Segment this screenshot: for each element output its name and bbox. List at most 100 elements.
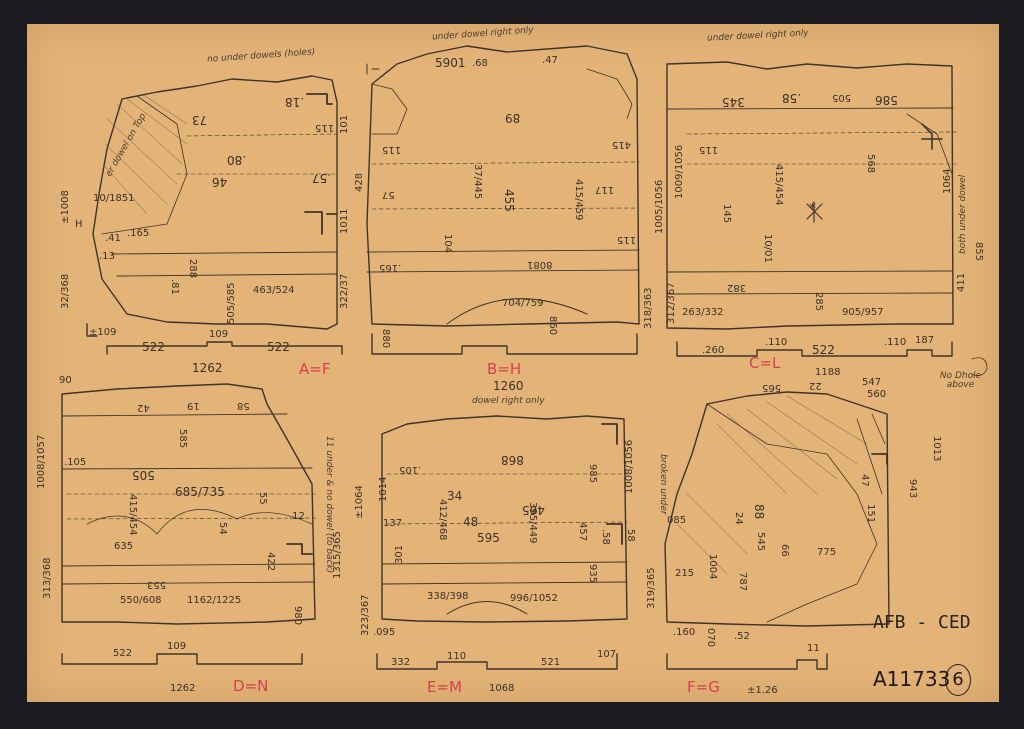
panel-e-label: 395/449 (527, 502, 538, 544)
panel-c-dim: .260 (702, 345, 725, 356)
panel-f-label: 151 (865, 504, 876, 524)
panel-e-label: 48 (463, 515, 479, 529)
panel-d-label: 19 (187, 400, 200, 411)
panel-b-dim: 1260 (493, 379, 524, 393)
panel-a-label: 10/1851 (93, 193, 135, 204)
catalog-code: AFB - CED (873, 612, 971, 633)
panel-c-label: 145 (721, 204, 732, 224)
panel-d-label: 313/368 (42, 557, 53, 599)
panel-b-label: 37/445 (472, 164, 483, 200)
panel-e-id-main: E (427, 678, 437, 696)
panel-a-label: 428 (354, 172, 365, 192)
panel-d-label: 585 (177, 429, 188, 449)
panel-f-dim: .52 (734, 631, 750, 642)
panel-b-id-pair: =H (497, 360, 522, 378)
panel-d-id-pair: =N (244, 677, 269, 695)
panel-d-id-main: D (233, 677, 245, 695)
panel-e-label: 996/1052 (510, 593, 558, 604)
panel-d-dim: 109 (167, 641, 187, 652)
panel-d-dim: 522 (113, 648, 133, 659)
panel-f-dim: 22 (809, 380, 822, 391)
panel-b-label: 115 (617, 234, 637, 245)
panel-b-label: 8081 (527, 259, 553, 270)
panel-c-label: 1009/1056 (674, 144, 685, 199)
panel-c-label: 382 (727, 282, 747, 293)
panel-a-label: .57 (312, 171, 332, 185)
panel-a-id-main: A (299, 360, 310, 378)
panel-a-label: 46 (212, 175, 228, 189)
panel-b-label: 704/759 (502, 298, 544, 309)
panel-a-label: .80 (227, 153, 247, 167)
panel-e-outline (376, 415, 628, 670)
panel-d-label: 550/608 (120, 595, 162, 606)
panel-e-label: 338/398 (427, 591, 469, 602)
panel-c-label: 411 (956, 272, 967, 292)
panel-c-dim: 522 (812, 343, 835, 357)
panel-e-dim: 110 (447, 651, 467, 662)
sheet-number: 6 (945, 664, 971, 696)
panel-a-label: 32/368 (60, 273, 71, 309)
panel-a-label: 73 (192, 113, 208, 127)
panel-b-label: 860 (547, 316, 558, 336)
panel-e-label: 1014 (378, 476, 389, 502)
panel-f-id: F=G (687, 680, 720, 695)
panel-c-label: 855 (973, 242, 984, 262)
panel-c-label: 505 (832, 92, 852, 103)
panel-b-label: 455 (502, 189, 516, 212)
panel-f-dim: 560 (867, 389, 887, 400)
panel-d-label: 42 (137, 402, 150, 413)
panel-c-id: C=L (749, 356, 780, 371)
panel-f-label: 319/365 (646, 567, 657, 609)
panel-a-label: 505/585 (226, 282, 237, 324)
panel-a-id-pair: =F (309, 360, 331, 378)
panel-a-label: .18 (285, 95, 305, 109)
panel-c-label: 285 (813, 292, 824, 312)
panel-b-id: B=H (487, 362, 521, 377)
panel-d-outline (61, 383, 318, 665)
panel-a-label: H (75, 219, 83, 230)
panel-a-label: 115 (315, 122, 335, 133)
panel-b-label: .68 (472, 58, 488, 69)
panel-f-label: 085 (667, 515, 687, 526)
panel-a-dim: ±109 (89, 327, 117, 338)
panel-c-id-main: C (749, 354, 760, 372)
panel-d-label: 505 (132, 468, 155, 482)
panel-a-dim: 522 (267, 340, 290, 354)
panel-b-label: 415/459 (573, 179, 584, 221)
panel-e-note-top: dowel right only (472, 396, 545, 406)
panel-f-label: 24 (733, 512, 744, 525)
panel-b-label: 415 (612, 139, 632, 150)
panel-f-label: 215 (675, 568, 695, 579)
panel-e-id-pair: =M (436, 678, 462, 696)
panel-b-outline (366, 45, 640, 355)
panel-d-label: 1008/1057 (36, 434, 47, 489)
panel-e-label: 34 (447, 489, 463, 503)
panel-d-label: 980 (292, 606, 303, 626)
panel-e-label: 412/468 (437, 499, 448, 541)
panel-e-label: 457 (577, 522, 588, 542)
panel-f-dim: 11 (807, 643, 820, 654)
panel-f-dim: 943 (907, 479, 918, 499)
panel-d-label: 415/454 (127, 494, 138, 536)
panel-d-dim: 1262 (170, 683, 196, 694)
panel-a-label: .81 (169, 279, 180, 295)
panel-c-label: 415/454 (773, 164, 784, 206)
panel-d-label: 55 (257, 492, 268, 505)
panel-f-id-pair: =G (695, 678, 720, 696)
panel-e-label: 868 (501, 453, 524, 467)
panel-c-label: 312/367 (666, 282, 677, 324)
panel-c-note-side: both under dowel (958, 174, 968, 254)
panel-c-id-pair: =L (759, 354, 781, 372)
panel-b-label: 104 (442, 234, 453, 254)
panel-a-label: .41 (105, 233, 121, 244)
panel-d-label: .12 (289, 511, 305, 522)
panel-f-dim: 565 (762, 382, 782, 393)
panel-c-dim: .110 (765, 337, 788, 348)
panel-a-dim: 1262 (192, 361, 223, 375)
panel-a-label: 101 (339, 114, 350, 134)
panel-b-label: 318/363 (643, 287, 654, 329)
panel-b-label: 115 (382, 144, 402, 155)
drawing-layer (61, 45, 988, 670)
panel-e-label: 985 (587, 464, 598, 484)
panel-e-label: 595 (477, 531, 500, 545)
